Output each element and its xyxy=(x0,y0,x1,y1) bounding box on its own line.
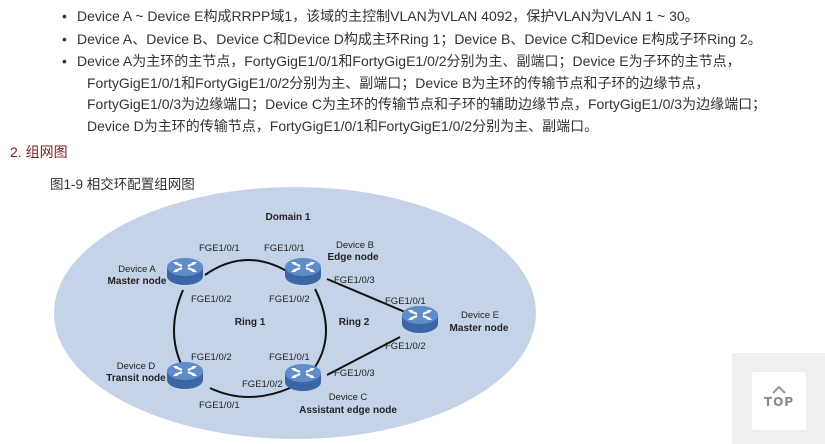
port-label: FGE1/0/2 xyxy=(191,352,232,363)
device-c-name: Device C xyxy=(329,392,368,403)
back-to-top-label: TOP xyxy=(763,395,795,409)
domain-label: Domain 1 xyxy=(265,212,310,223)
router-icon-device-e xyxy=(400,304,440,335)
link-c-e xyxy=(326,336,401,376)
port-label: FGE1/0/3 xyxy=(334,275,375,286)
device-e-name: Device E xyxy=(461,310,499,321)
router-icon-device-a xyxy=(165,256,205,287)
section-title: 2. 组网图 xyxy=(10,144,68,160)
chevron-up-icon xyxy=(772,386,786,394)
device-d-name: Device D xyxy=(117,361,156,372)
link-a-d xyxy=(173,289,184,369)
router-icon-device-d xyxy=(165,360,205,391)
bullet-icon: • xyxy=(62,30,67,47)
back-to-top-container: TOP xyxy=(732,353,825,444)
device-b-name: Device B xyxy=(336,240,374,251)
bullet-icon: • xyxy=(62,8,67,24)
ring-2-label: Ring 2 xyxy=(339,317,370,328)
port-label: FGE1/0/2 xyxy=(191,294,232,305)
device-e-role: Master node xyxy=(450,323,509,334)
port-label: FGE1/0/1 xyxy=(199,400,240,411)
port-label: FGE1/0/1 xyxy=(199,243,240,254)
link-b-e xyxy=(326,278,406,313)
port-labels: FGE1/0/1 FGE1/0/2 FGE1/0/1 FGE1/0/2 FGE1… xyxy=(191,243,426,411)
links xyxy=(173,259,406,398)
port-label: FGE1/0/1 xyxy=(385,296,426,307)
device-a-role: Master node xyxy=(108,276,167,287)
link-b-c xyxy=(314,288,327,368)
list-item: •Device A为主环的主节点，FortyGigE1/0/1和FortyGig… xyxy=(62,53,767,134)
port-label: FGE1/0/1 xyxy=(264,243,305,254)
port-label: FGE1/0/3 xyxy=(334,368,375,379)
port-label: FGE1/0/2 xyxy=(269,294,310,305)
device-a-name: Device A xyxy=(118,264,156,275)
ring-1-label: Ring 1 xyxy=(235,317,266,328)
link-a-b xyxy=(204,259,291,276)
device-d-role: Transit node xyxy=(106,373,166,384)
list-item: •Device A ~ Device E构成RRPP域1，该域的主控制VLAN为… xyxy=(0,6,800,28)
router-icon-device-b xyxy=(283,256,323,287)
back-to-top-button[interactable]: TOP xyxy=(752,372,806,430)
router-icon-device-c xyxy=(283,362,323,393)
figure-caption: 图1-9 相交环配置组网图 xyxy=(50,177,195,192)
port-label: FGE1/0/2 xyxy=(385,341,426,352)
device-b-role: Edge node xyxy=(327,252,379,263)
bullet-list: •Device A ~ Device E构成RRPP域1，该域的主控制VLAN为… xyxy=(0,6,800,138)
device-c-role: Assistant edge node xyxy=(299,405,397,416)
link-d-c xyxy=(209,387,291,398)
port-label: FGE1/0/2 xyxy=(242,379,283,390)
list-item: •Device A、Device B、Device C和Device D构成主环… xyxy=(0,29,800,51)
bullet-icon: • xyxy=(62,53,67,69)
port-label: FGE1/0/1 xyxy=(269,352,310,363)
